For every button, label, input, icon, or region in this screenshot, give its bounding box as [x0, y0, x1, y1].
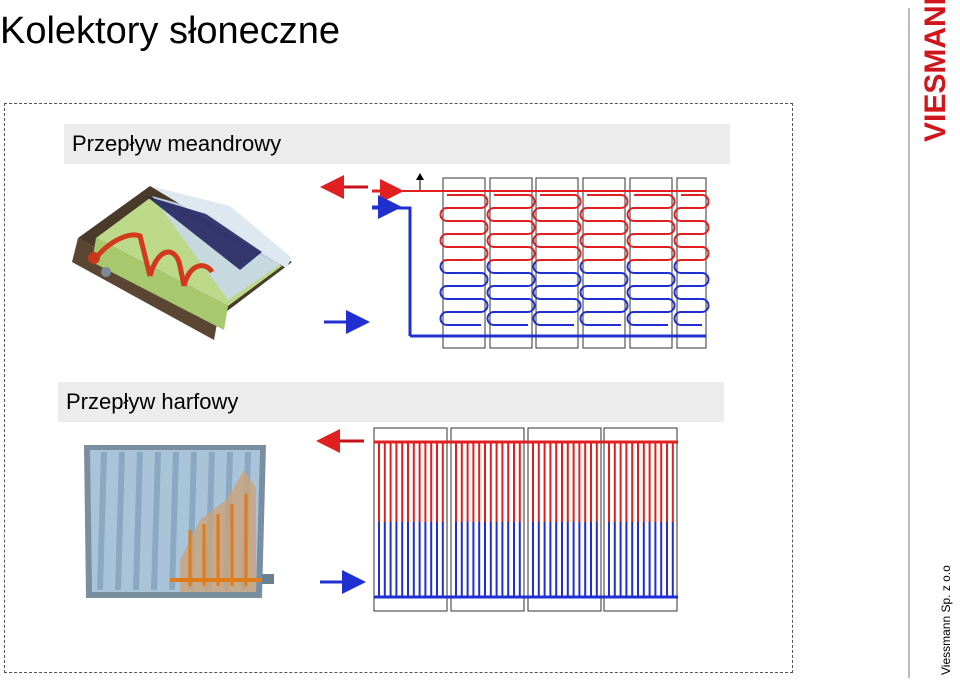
- harp-collector-image: [84, 445, 274, 598]
- logo-divider: [908, 8, 910, 678]
- meander-coil-hot: [532, 194, 582, 262]
- harp-flow-schematic: [316, 427, 678, 612]
- harp-panel: [527, 427, 602, 612]
- meander-panel: [582, 177, 626, 349]
- meander-coil-cold: [439, 262, 489, 326]
- meander-coil-cold: [579, 262, 629, 326]
- meander-cold-feed: [372, 206, 412, 336]
- meander-coil-hot: [626, 194, 676, 262]
- meander-section-label: Przepływ meandrowy: [64, 124, 730, 164]
- meander-coil-hot: [486, 194, 536, 262]
- page-title: Kolektory słoneczne: [0, 10, 341, 52]
- meander-panel: [442, 177, 486, 349]
- viessmann-logo: VIESMANN: [919, 0, 952, 142]
- meander-panel: [629, 177, 673, 349]
- meander-coil-cold: [532, 262, 582, 326]
- meander-panel: [535, 177, 579, 349]
- meander-flow-schematic: [320, 173, 710, 349]
- meander-coil-cold: [486, 262, 536, 326]
- meander-coil-cold: [673, 262, 710, 326]
- harp-label-text: Przepływ harfowy: [66, 389, 239, 414]
- meander-coil-hot: [439, 194, 489, 262]
- meander-collector-image: [72, 186, 292, 340]
- logo-text: VIESMANN: [919, 0, 952, 142]
- harp-panel: [603, 427, 678, 612]
- harp-panel: [373, 427, 448, 612]
- meander-panel: [489, 177, 533, 349]
- harp-section-label: Przepływ harfowy: [58, 382, 724, 422]
- harp-panel: [450, 427, 525, 612]
- meander-panel: [676, 177, 707, 349]
- meander-label-text: Przepływ meandrowy: [72, 131, 282, 156]
- vent-icon: [416, 173, 424, 180]
- meander-coil-cold: [626, 262, 676, 326]
- diagram-frame: [4, 103, 793, 673]
- footer-company: Viessmann Sp. z o.o: [939, 565, 953, 675]
- meander-coil-hot: [673, 194, 710, 262]
- meander-coil-hot: [579, 194, 629, 262]
